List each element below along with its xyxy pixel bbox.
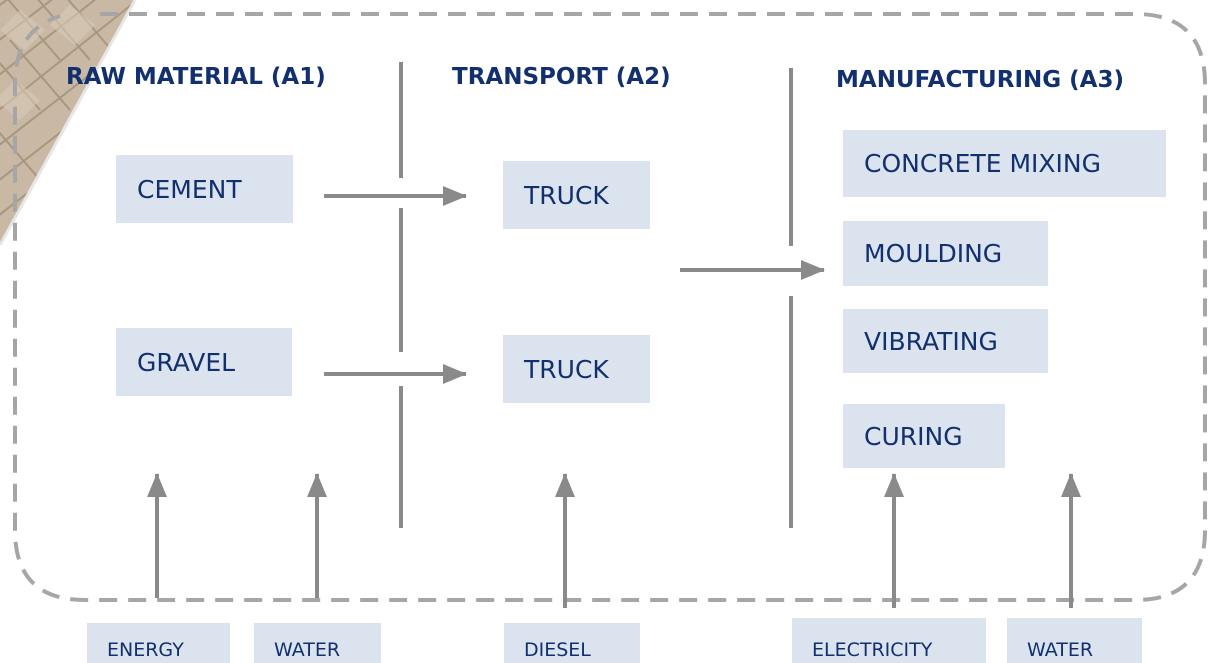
- heading-transport: TRANSPORT (A2): [452, 64, 671, 90]
- box-concrete-mixing: CONCRETE MIXING: [843, 130, 1166, 197]
- heading-manufacturing: MANUFACTURING (A3): [836, 67, 1124, 93]
- system-boundary: [13, 12, 1207, 602]
- box-moulding: MOULDING: [843, 221, 1048, 286]
- heading-raw-material: RAW MATERIAL (A1): [66, 64, 326, 90]
- input-water-a3: WATER: [1007, 618, 1142, 663]
- box-truck-2: TRUCK: [503, 335, 650, 403]
- paving-texture-image: [0, 0, 137, 246]
- input-energy: ENERGY: [87, 623, 230, 663]
- input-diesel: DIESEL: [504, 623, 640, 663]
- input-water-a1: WATER: [254, 623, 381, 663]
- box-curing: CURING: [843, 404, 1005, 468]
- box-vibrating: VIBRATING: [843, 309, 1048, 373]
- box-gravel: GRAVEL: [116, 328, 292, 396]
- box-cement: CEMENT: [116, 155, 293, 223]
- input-electricity: ELECTRICITY: [792, 618, 986, 663]
- box-truck-1: TRUCK: [503, 161, 650, 229]
